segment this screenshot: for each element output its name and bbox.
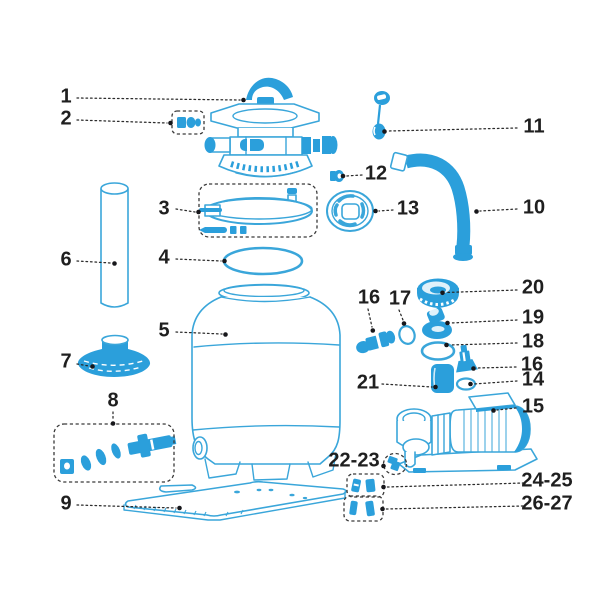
- callout-7: 7: [60, 350, 72, 373]
- drain-valve: [422, 307, 452, 339]
- drain-fitting-set: [60, 433, 177, 474]
- diffuser: [77, 334, 151, 377]
- strainer-grid: [326, 190, 374, 232]
- callout-10: 10: [522, 196, 546, 219]
- callout-22-23: 22-23: [328, 449, 380, 472]
- lid-o-ring: [420, 341, 456, 361]
- air-release-valve: [372, 91, 390, 140]
- screw-pair: [349, 500, 375, 517]
- callout-14: 14: [521, 368, 545, 391]
- connection-hose: [389, 151, 473, 261]
- fitting-pair: [351, 478, 376, 493]
- valve-adapter-fitting: [177, 117, 201, 128]
- callout-20: 20: [521, 276, 545, 299]
- callout-5: 5: [158, 319, 170, 342]
- leader-lines: [76, 97, 525, 512]
- callout-13: 13: [396, 197, 420, 220]
- hose-adapter-left: [356, 330, 396, 354]
- callout-16-right: 16: [520, 353, 544, 376]
- callout-6: 6: [60, 248, 72, 271]
- plug-fitting: [330, 170, 344, 182]
- callout-24-25: 24-25: [521, 469, 573, 492]
- pump-inlet-fitting: [387, 455, 401, 472]
- callout-2: 2: [60, 107, 72, 130]
- callout-4: 4: [158, 246, 170, 269]
- callout-16-left: 16: [357, 286, 381, 309]
- base-platform: [123, 480, 347, 521]
- callout-17: 17: [388, 287, 412, 310]
- callout-3: 3: [158, 197, 170, 220]
- strainer-cap: [417, 278, 459, 308]
- flange-clamp-set: [199, 188, 313, 234]
- tank-o-ring: [222, 246, 304, 276]
- callout-12: 12: [364, 162, 388, 185]
- multiport-valve: [204, 77, 338, 178]
- filter-tank: [191, 283, 341, 481]
- callout-19: 19: [521, 306, 545, 329]
- standpipe: [100, 182, 129, 308]
- adapter-o-ring: [398, 325, 416, 345]
- callout-1: 1: [60, 85, 72, 108]
- callout-26-27: 26-27: [521, 492, 573, 515]
- callout-15: 15: [521, 395, 545, 418]
- callout-11: 11: [523, 115, 545, 138]
- callout-8: 8: [107, 389, 119, 412]
- pump: [396, 392, 538, 473]
- callout-18: 18: [521, 330, 545, 353]
- callout-21: 21: [356, 371, 380, 394]
- callout-9: 9: [60, 492, 72, 515]
